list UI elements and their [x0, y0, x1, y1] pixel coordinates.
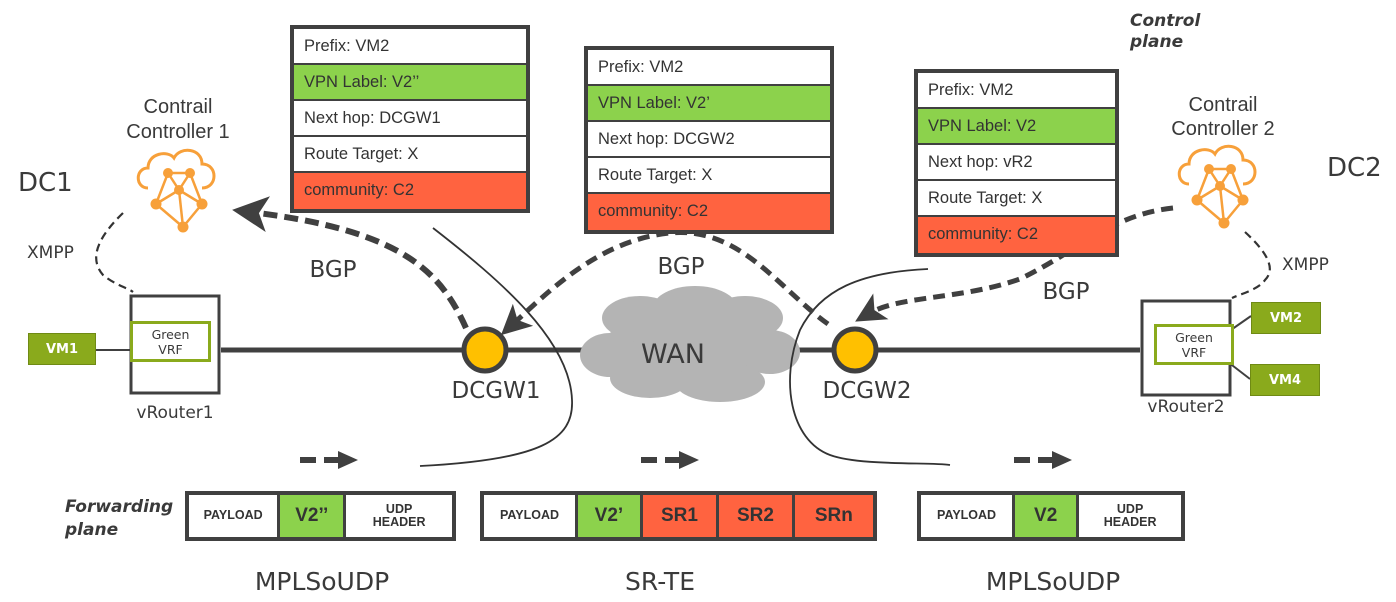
- route-row: community: C2: [588, 194, 830, 230]
- controller1-label-line2: Controller 1: [126, 121, 229, 143]
- packet-cell: SRn: [794, 495, 873, 537]
- xmpp-label-left: XMPP: [27, 243, 74, 263]
- route-row: Prefix: VM2: [918, 73, 1115, 109]
- dcgw1-node[interactable]: [461, 326, 509, 374]
- vm4-box[interactable]: VM4: [1250, 364, 1320, 396]
- route-row: VPN Label: V2’: [588, 86, 830, 122]
- dcgw1-label: DCGW1: [452, 378, 541, 404]
- vrf-right-line2: VRF: [1181, 345, 1207, 360]
- route-row: Next hop: DCGW1: [294, 101, 526, 137]
- route-row: VPN Label: V2: [918, 109, 1115, 145]
- route-row: VPN Label: V2’’: [294, 65, 526, 101]
- packet-caption-3: MPLSoUDP: [986, 567, 1120, 596]
- packet-cell: UDP HEADER: [346, 495, 452, 537]
- route-row: community: C2: [918, 217, 1115, 253]
- green-vrf-left[interactable]: Green VRF: [130, 321, 211, 362]
- xmpp-label-right: XMPP: [1282, 255, 1329, 275]
- forwarding-direction-arrow-2: [641, 451, 699, 469]
- vm1-box[interactable]: VM1: [28, 333, 96, 365]
- packet-cell: V2’’: [280, 495, 347, 537]
- xmpp-link-left: [95, 212, 134, 293]
- packet-caption-1: MPLSoUDP: [255, 567, 389, 596]
- route-row: Next hop: vR2: [918, 145, 1115, 181]
- packet-cell: PAYLOAD: [921, 495, 1016, 537]
- route-row: Route Target: X: [918, 181, 1115, 217]
- packet-cell: SR1: [642, 495, 720, 537]
- forwarding-plane-label-line1: Forwarding: [65, 497, 173, 517]
- green-vrf-right[interactable]: Green VRF: [1154, 324, 1234, 365]
- packet-caption-2: SR-TE: [625, 567, 695, 596]
- bgp-label-right: BGP: [1042, 279, 1089, 305]
- forwarding-plane-label-line2: plane: [64, 520, 118, 540]
- bgp-label-middle: BGP: [657, 254, 704, 280]
- vrf-left-line1: Green: [151, 327, 190, 342]
- route-row: Prefix: VM2: [588, 50, 830, 86]
- boundary-curve-right: [789, 268, 951, 466]
- dc2-label: DC2: [1327, 153, 1382, 183]
- route-row: Route Target: X: [294, 137, 526, 173]
- packet-cell: SR2: [719, 495, 795, 537]
- packet-cell: PAYLOAD: [189, 495, 281, 537]
- dcgw2-node[interactable]: [831, 326, 879, 374]
- packet-cell: V2’: [578, 495, 643, 537]
- bgp-arrow-dcgw1-to-controller1: [232, 196, 469, 330]
- route-row: community: C2: [294, 173, 526, 209]
- vrouter2-label: vRouter2: [1147, 397, 1224, 417]
- xmpp-link-right: [1231, 231, 1271, 299]
- wan-label: WAN: [641, 339, 705, 370]
- packet-cell: PAYLOAD: [484, 495, 579, 537]
- forwarding-direction-arrow-3: [1014, 451, 1072, 469]
- wan-cloud-icon: [580, 286, 800, 402]
- boundary-curve-left: [419, 227, 573, 467]
- control-plane-label-line2: plane: [1129, 32, 1183, 52]
- controller2-cloud-network-icon: [1177, 144, 1257, 229]
- controller1-label-line1: Contrail: [144, 96, 213, 118]
- controller1-cloud-network-icon: [136, 148, 216, 233]
- vrf-left-line2: VRF: [158, 342, 183, 357]
- bgp-arrow-controller2-to-dcgw2: [855, 205, 1174, 322]
- vm2-box[interactable]: VM2: [1251, 302, 1321, 334]
- dc1-label: DC1: [18, 168, 73, 198]
- forwarding-direction-arrow-1: [300, 451, 358, 469]
- vrf-right-line1: Green: [1175, 330, 1213, 345]
- vrouter1-label: vRouter1: [136, 403, 213, 423]
- control-plane-label-line1: Control: [1130, 11, 1201, 31]
- route-row: Next hop: DCGW2: [588, 122, 830, 158]
- dcgw2-label: DCGW2: [823, 378, 912, 404]
- bgp-label-left: BGP: [309, 257, 356, 283]
- controller2-label-line2: Controller 2: [1171, 118, 1274, 140]
- packet-cell: UDP HEADER: [1079, 495, 1181, 537]
- route-row: Route Target: X: [588, 158, 830, 194]
- route-row: Prefix: VM2: [294, 29, 526, 65]
- packet-cell: V2: [1015, 495, 1080, 537]
- controller2-label-line1: Contrail: [1189, 94, 1258, 116]
